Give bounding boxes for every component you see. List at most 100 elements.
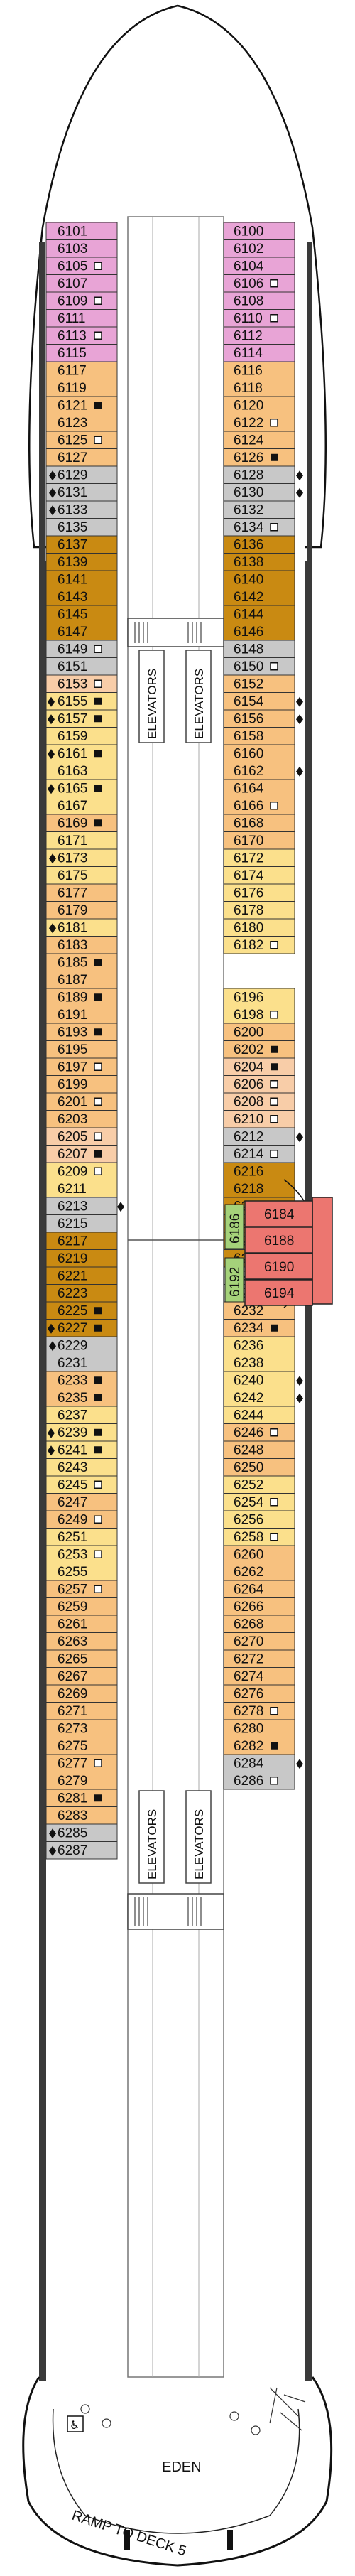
cabin-6255[interactable]: 6255 (45, 1563, 118, 1581)
cabin-6243[interactable]: 6243 (45, 1458, 118, 1477)
cabin-6147[interactable]: 6147 (45, 623, 118, 641)
suite-6190[interactable]: 6190 (244, 1253, 313, 1280)
cabin-6133[interactable]: 6133 (45, 500, 118, 519)
cabin-6280[interactable]: 6280 (223, 1719, 295, 1737)
cabin-6274[interactable]: 6274 (223, 1667, 295, 1686)
cabin-6192[interactable]: 6192 (224, 1257, 244, 1303)
cabin-6229[interactable]: 6229 (45, 1336, 118, 1354)
cabin-6189[interactable]: 6189 (45, 988, 118, 1006)
cabin-6214[interactable]: 6214 (223, 1145, 295, 1163)
cabin-6136[interactable]: 6136 (223, 535, 295, 554)
cabin-6200[interactable]: 6200 (223, 1023, 295, 1041)
cabin-6128[interactable]: 6128 (223, 465, 303, 484)
cabin-6276[interactable]: 6276 (223, 1684, 295, 1703)
cabin-6110[interactable]: 6110 (223, 309, 295, 328)
cabin-6252[interactable]: 6252 (223, 1475, 295, 1494)
cabin-6179[interactable]: 6179 (45, 901, 118, 920)
cabin-6115[interactable]: 6115 (45, 344, 118, 362)
suite-6184[interactable]: 6184 (244, 1200, 313, 1227)
cabin-6111[interactable]: 6111 (45, 309, 118, 328)
cabin-6204[interactable]: 6204 (223, 1057, 295, 1076)
cabin-6130[interactable]: 6130 (223, 483, 303, 502)
cabin-6232[interactable]: 6232 (223, 1301, 295, 1320)
cabin-6100[interactable]: 6100 (223, 222, 295, 240)
cabin-6144[interactable]: 6144 (223, 605, 295, 623)
suite-6188[interactable]: 6188 (244, 1227, 313, 1254)
cabin-6109[interactable]: 6109 (45, 291, 118, 310)
cabin-6159[interactable]: 6159 (45, 727, 118, 745)
cabin-6182[interactable]: 6182 (223, 936, 295, 954)
cabin-6129[interactable]: 6129 (45, 465, 118, 484)
cabin-6259[interactable]: 6259 (45, 1597, 118, 1616)
cabin-6120[interactable]: 6120 (223, 396, 295, 414)
cabin-6195[interactable]: 6195 (45, 1040, 118, 1059)
cabin-6134[interactable]: 6134 (223, 518, 295, 537)
cabin-6104[interactable]: 6104 (223, 257, 295, 275)
cabin-6270[interactable]: 6270 (223, 1632, 295, 1651)
cabin-6106[interactable]: 6106 (223, 274, 295, 293)
cabin-6267[interactable]: 6267 (45, 1667, 118, 1686)
cabin-6282[interactable]: 6282 (223, 1737, 295, 1755)
cabin-6246[interactable]: 6246 (223, 1423, 295, 1442)
cabin-6102[interactable]: 6102 (223, 239, 295, 258)
cabin-6156[interactable]: 6156 (223, 709, 303, 728)
cabin-6191[interactable]: 6191 (45, 1006, 118, 1024)
cabin-6185[interactable]: 6185 (45, 953, 118, 971)
cabin-6171[interactable]: 6171 (45, 831, 118, 850)
cabin-6254[interactable]: 6254 (223, 1493, 295, 1511)
cabin-6248[interactable]: 6248 (223, 1440, 295, 1459)
cabin-6162[interactable]: 6162 (223, 762, 303, 780)
cabin-6183[interactable]: 6183 (45, 936, 118, 954)
cabin-6210[interactable]: 6210 (223, 1110, 295, 1128)
cabin-6105[interactable]: 6105 (45, 257, 118, 275)
cabin-6103[interactable]: 6103 (45, 239, 118, 258)
cabin-6203[interactable]: 6203 (45, 1110, 118, 1128)
cabin-6261[interactable]: 6261 (45, 1615, 118, 1633)
cabin-6197[interactable]: 6197 (45, 1057, 118, 1076)
cabin-6158[interactable]: 6158 (223, 727, 295, 745)
cabin-6205[interactable]: 6205 (45, 1127, 118, 1146)
cabin-6249[interactable]: 6249 (45, 1510, 118, 1529)
cabin-6142[interactable]: 6142 (223, 588, 295, 606)
cabin-6174[interactable]: 6174 (223, 866, 295, 885)
cabin-6251[interactable]: 6251 (45, 1528, 118, 1546)
cabin-6231[interactable]: 6231 (45, 1354, 118, 1372)
cabin-6125[interactable]: 6125 (45, 431, 118, 449)
cabin-6187[interactable]: 6187 (45, 971, 118, 989)
cabin-6165[interactable]: 6165 (45, 779, 118, 797)
cabin-6225[interactable]: 6225 (45, 1301, 118, 1320)
cabin-6199[interactable]: 6199 (45, 1075, 118, 1094)
cabin-6176[interactable]: 6176 (223, 883, 295, 902)
cabin-6126[interactable]: 6126 (223, 448, 295, 467)
cabin-6131[interactable]: 6131 (45, 483, 118, 502)
cabin-6240[interactable]: 6240 (223, 1371, 303, 1389)
cabin-6219[interactable]: 6219 (45, 1249, 118, 1268)
cabin-6258[interactable]: 6258 (223, 1528, 295, 1546)
cabin-6151[interactable]: 6151 (45, 657, 118, 676)
cabin-6160[interactable]: 6160 (223, 744, 295, 762)
cabin-6122[interactable]: 6122 (223, 414, 295, 432)
cabin-6145[interactable]: 6145 (45, 605, 118, 623)
cabin-6216[interactable]: 6216 (223, 1162, 295, 1180)
cabin-6256[interactable]: 6256 (223, 1510, 295, 1529)
cabin-6275[interactable]: 6275 (45, 1737, 118, 1755)
cabin-6241[interactable]: 6241 (45, 1440, 118, 1459)
cabin-6285[interactable]: 6285 (45, 1823, 118, 1842)
cabin-6198[interactable]: 6198 (223, 1006, 295, 1024)
cabin-6181[interactable]: 6181 (45, 918, 118, 937)
cabin-6167[interactable]: 6167 (45, 797, 118, 815)
cabin-6150[interactable]: 6150 (223, 657, 295, 676)
cabin-6135[interactable]: 6135 (45, 518, 118, 537)
cabin-6233[interactable]: 6233 (45, 1371, 118, 1389)
cabin-6138[interactable]: 6138 (223, 553, 295, 571)
cabin-6213[interactable]: 6213 (45, 1197, 124, 1215)
cabin-6166[interactable]: 6166 (223, 797, 295, 815)
cabin-6264[interactable]: 6264 (223, 1580, 295, 1598)
cabin-6155[interactable]: 6155 (45, 692, 118, 711)
cabin-6281[interactable]: 6281 (45, 1789, 118, 1807)
cabin-6283[interactable]: 6283 (45, 1806, 118, 1825)
cabin-6271[interactable]: 6271 (45, 1702, 118, 1720)
cabin-6237[interactable]: 6237 (45, 1406, 118, 1424)
cabin-6266[interactable]: 6266 (223, 1597, 295, 1616)
cabin-6143[interactable]: 6143 (45, 588, 118, 606)
